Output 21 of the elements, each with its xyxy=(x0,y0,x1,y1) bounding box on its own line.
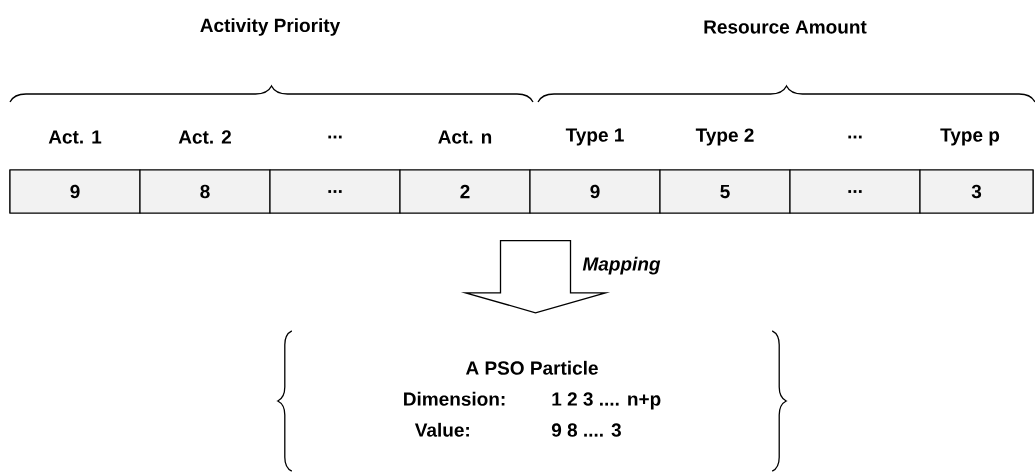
header-label: Activity Priority xyxy=(200,18,341,36)
header-label: Act. 2 xyxy=(178,130,231,144)
header-label: ... xyxy=(328,135,342,139)
table-cell: ... xyxy=(269,169,401,214)
header-label: ... xyxy=(848,135,862,139)
table-cell: ... xyxy=(789,169,921,214)
table-cell: 9 xyxy=(9,169,141,214)
header-label: Resource Amount xyxy=(704,20,867,34)
header-label: Type 1 xyxy=(565,128,624,146)
table-cell: 2 xyxy=(399,169,531,214)
bracketed-group: A PSO Particle Dimension: 1 2 3 .... n+p Value: 9 8 .... 3 xyxy=(277,330,787,472)
edge-label: Mapping xyxy=(582,256,661,275)
header-label: Type p xyxy=(940,128,1000,146)
header-label: Act. 1 xyxy=(48,130,102,144)
table-cell: 3 xyxy=(919,169,1034,214)
header-label: Type 2 xyxy=(695,128,754,146)
header-label: Act. n xyxy=(438,130,492,144)
table-cell: 5 xyxy=(659,169,791,214)
block-arrow xyxy=(460,239,611,314)
table-cell: 8 xyxy=(139,169,271,214)
table-cell: 9 xyxy=(529,169,661,214)
